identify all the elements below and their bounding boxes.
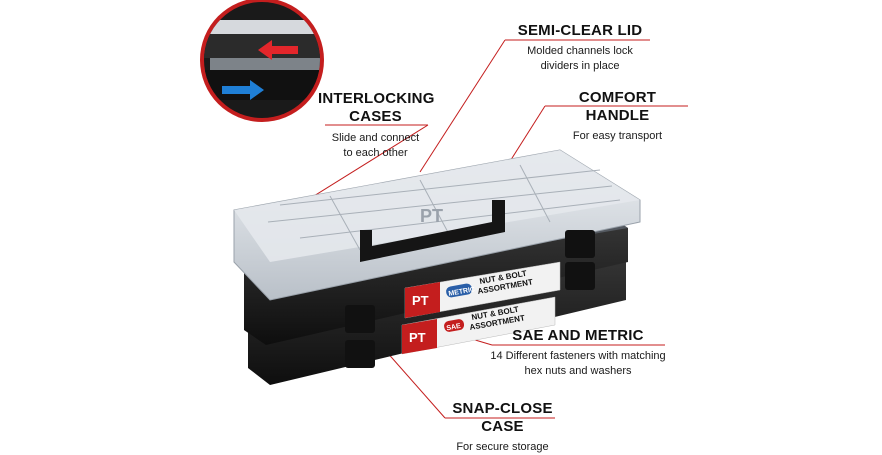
- arrow-left-icon: [258, 40, 298, 60]
- callout-title: SNAP-CLOSE CASE: [452, 400, 553, 435]
- callout-desc: hex nuts and washers: [524, 365, 632, 377]
- case-latches: [345, 230, 595, 368]
- callout-interlocking: INTERLOCKING CASES Slide and connect to …: [318, 90, 435, 161]
- callout-title: CASES: [349, 108, 402, 125]
- interlock-zoom-inset: [200, 0, 324, 122]
- callout-title: COMFORT HANDLE: [578, 89, 657, 124]
- callout-title: INTERLOCKING: [318, 90, 435, 107]
- callout-desc: Slide and connect: [331, 132, 420, 144]
- callout-comfort-handle: COMFORT HANDLE For easy transport: [545, 89, 690, 144]
- callout-sae-metric: SAE AND METRIC 14 Different fasteners wi…: [478, 327, 678, 379]
- product-infographic: PT PT METRIC NUT & BOLT ASSORTMENT PT SA…: [200, 0, 690, 453]
- callout-title: SEMI-CLEAR LID: [517, 22, 643, 39]
- lid-logo: PT: [420, 206, 443, 226]
- callout-desc: For secure storage: [456, 441, 549, 453]
- semi-clear-lid: PT: [233, 149, 641, 301]
- badge-sae: SAE: [446, 323, 462, 332]
- callout-desc: Molded channels lock: [527, 45, 633, 57]
- leader-lines: [239, 39, 688, 419]
- brand-mark: PT: [412, 293, 429, 308]
- callout-desc: dividers in place: [540, 60, 620, 72]
- callout-desc: to each other: [343, 147, 408, 159]
- callout-snap-close: SNAP-CLOSE CASE For secure storage: [440, 400, 565, 455]
- callout-desc: For easy transport: [572, 130, 663, 142]
- label-metric: PT METRIC NUT & BOLT ASSORTMENT: [404, 261, 561, 319]
- callout-desc: 14 Different fasteners with matching: [490, 350, 666, 362]
- label-sae: PT SAE NUT & BOLT ASSORTMENT: [401, 296, 556, 355]
- case-illustration: PT PT METRIC NUT & BOLT ASSORTMENT PT SA…: [200, 0, 688, 419]
- callout-semi-clear-lid: SEMI-CLEAR LID Molded channels lock divi…: [505, 22, 655, 74]
- arrow-right-icon: [222, 80, 264, 100]
- callout-title: SAE AND METRIC: [512, 327, 644, 344]
- badge-metric: METRIC: [448, 286, 476, 298]
- brand-mark: PT: [409, 330, 426, 345]
- comfort-handle: [360, 200, 505, 262]
